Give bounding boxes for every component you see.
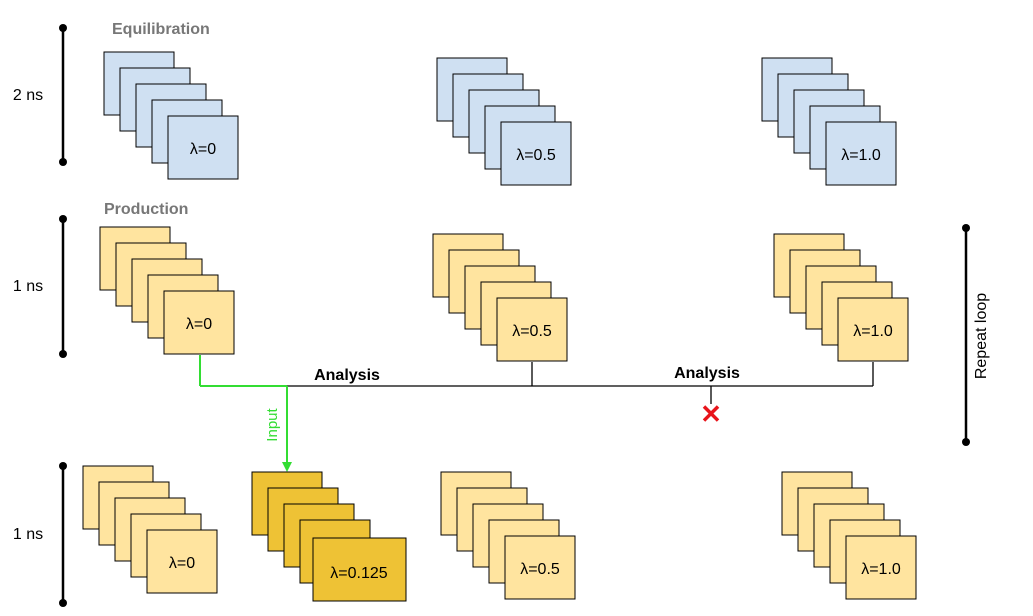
duration-equilibration: 2 ns xyxy=(13,87,43,104)
stack-label: λ=0 xyxy=(169,555,195,572)
stack-label: λ=0.125 xyxy=(330,565,387,582)
stack-production-lambda-1.0: λ=1.0 xyxy=(773,233,909,362)
analysis-label-left: Analysis xyxy=(314,367,380,384)
stack-equilibration-lambda-0.5: λ=0.5 xyxy=(436,57,572,186)
section-title-equilibration: Equilibration xyxy=(112,21,210,38)
stack-label: λ=1.0 xyxy=(841,147,881,164)
timeline-bar-equilibration xyxy=(59,24,67,166)
stack-production-lambda-0.5: λ=0.5 xyxy=(432,233,568,362)
input-arrow xyxy=(282,386,292,472)
input-label: Input xyxy=(264,407,281,441)
stack-equilibration-lambda-1.0: λ=1.0 xyxy=(761,57,897,186)
stack-label: λ=0.5 xyxy=(520,561,560,578)
stack-production-lambda-0: λ=0 xyxy=(99,226,235,355)
stack-next-lambda-0.125: λ=0.125 xyxy=(251,471,407,602)
stack-label: λ=0.5 xyxy=(516,147,556,164)
duration-production: 1 ns xyxy=(13,278,43,295)
duration-next-round: 1 ns xyxy=(13,526,43,543)
stack-label: λ=1.0 xyxy=(853,323,893,340)
stack-label: λ=1.0 xyxy=(861,561,901,578)
stack-next-lambda-1.0: λ=1.0 xyxy=(781,471,917,600)
reject-x-icon: ✕ xyxy=(700,399,722,429)
stack-label: λ=0.5 xyxy=(512,323,552,340)
stack-equilibration-lambda-0: λ=0 xyxy=(103,51,239,180)
section-title-production: Production xyxy=(104,201,188,218)
stack-label: λ=0 xyxy=(190,141,216,158)
stack-next-lambda-0.5: λ=0.5 xyxy=(440,471,576,600)
timeline-bar-repeat xyxy=(962,224,970,446)
timeline-bar-next-round xyxy=(59,462,67,607)
repeat-loop-label: Repeat loop xyxy=(973,293,990,379)
analysis-connector xyxy=(199,355,874,404)
stack-next-lambda-0: λ=0 xyxy=(82,465,218,594)
analysis-label-right: Analysis xyxy=(674,365,740,382)
timeline-bar-production xyxy=(59,215,67,358)
stack-label: λ=0 xyxy=(186,316,212,333)
